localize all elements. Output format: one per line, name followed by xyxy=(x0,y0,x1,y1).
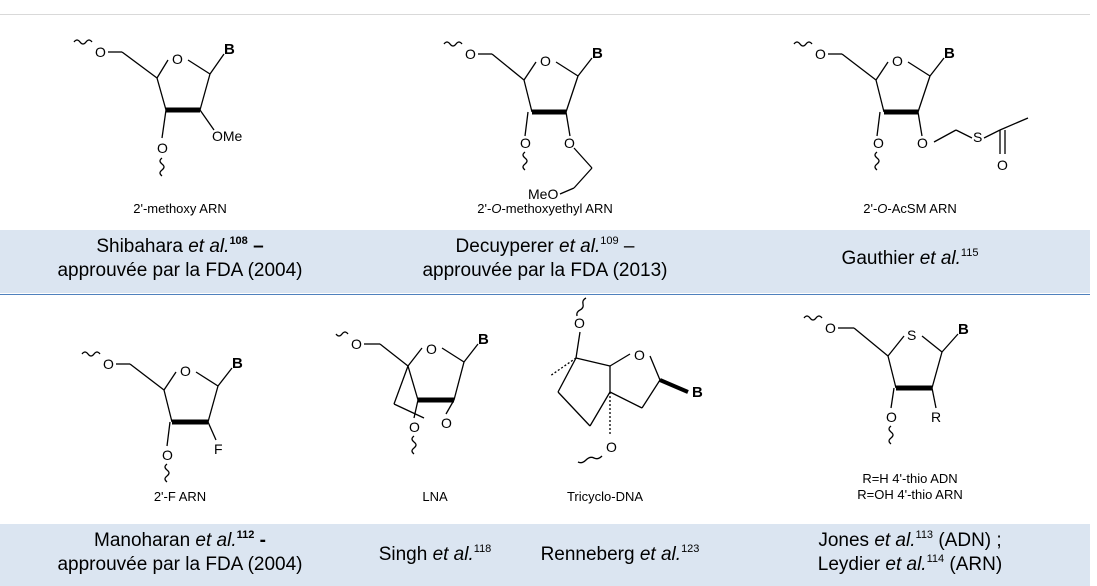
table-top-border xyxy=(0,14,1090,15)
base-label: B xyxy=(958,321,969,338)
ref-line: approuvée par la FDA (2013) xyxy=(422,260,668,281)
structure-4-thio: O S B R O R=H 4'-thio ADN R=OH 4'-thio A… xyxy=(730,296,1090,522)
structure-tricyclo-drawing: O O B O xyxy=(549,297,703,464)
ring-o-label: O xyxy=(540,53,551,69)
ref-band-row2 xyxy=(0,524,1090,586)
wavy-bond-5 xyxy=(73,39,93,45)
caption-italic: O xyxy=(877,201,888,216)
structure-caption: 2'-O-AcSM ARN xyxy=(730,201,1090,216)
base-label: B xyxy=(478,331,489,348)
ref-line: Singh et al.118 xyxy=(378,543,492,566)
structure-lna: O O B O O LNA xyxy=(335,296,510,522)
ref-gauthier: Gauthier et al.115 xyxy=(730,247,1090,271)
o3-label: O xyxy=(606,439,617,455)
ref-band-row1 xyxy=(0,230,1090,293)
structure-caption-line: R=H 4'-thio ADN xyxy=(862,471,958,486)
meo-label: MeO xyxy=(528,186,558,202)
o2-label: O xyxy=(564,135,575,151)
s-label: S xyxy=(973,129,982,145)
o5-label: O xyxy=(95,44,106,60)
structure-caption: 2'-F ARN xyxy=(153,489,207,504)
o5-label: O xyxy=(465,46,476,62)
r-label: R xyxy=(931,409,941,425)
structure-caption: 2'-O-methoxyethyl ARN xyxy=(360,201,730,216)
ome-label: OMe xyxy=(212,128,243,144)
ring-o-label: O xyxy=(892,53,903,69)
structure-moe-drawing: O O B O O MeO xyxy=(443,41,603,202)
base-label: B xyxy=(692,384,703,401)
o5-label: O xyxy=(815,46,826,62)
base-label: B xyxy=(944,45,955,62)
o3-label: O xyxy=(520,135,531,151)
carbonyl-o-label: O xyxy=(997,157,1008,173)
base-label: B xyxy=(592,45,603,62)
ring-s-label: S xyxy=(907,327,916,343)
o5-label: O xyxy=(574,315,585,331)
ref-manoharan: Manoharan et al.112 - approuvée par la F… xyxy=(0,529,360,577)
ref-decuyperer: Decuyperer et al.109 – approuvée par la … xyxy=(360,235,730,283)
o5-label: O xyxy=(351,336,362,352)
ref-line: Manoharan et al.112 - xyxy=(94,529,266,552)
ref-line: Decuyperer et al.109 – xyxy=(455,235,635,258)
o3-label: O xyxy=(873,135,884,151)
structure-2-f-drawing: O O B F O xyxy=(81,351,243,483)
f-label: F xyxy=(214,441,223,457)
ring-o-label: O xyxy=(426,341,437,357)
o2-label: O xyxy=(917,135,928,151)
ref-singh: Singh et al.118 xyxy=(360,543,510,567)
structure-2-methoxy-arn-drawing: O O B OMe O xyxy=(73,39,243,177)
caption-part: 2'- xyxy=(863,201,878,216)
ref-line: Renneberg et al.123 xyxy=(540,543,700,566)
o3-label: O xyxy=(409,419,420,435)
caption-part: 2'- xyxy=(477,201,492,216)
structure-caption-line: R=OH 4'-thio ARN xyxy=(857,487,963,502)
caption-italic: O xyxy=(491,201,502,216)
o3-label: O xyxy=(886,409,897,425)
structure-tricyclo-dna: O O B O Tricyclo-DNA xyxy=(510,296,730,522)
ref-jones-leydier: Jones et al.113 (ADN) ; Leydier et al.11… xyxy=(730,529,1090,577)
structure-caption: LNA xyxy=(422,489,448,504)
wavy-bond-3 xyxy=(159,157,165,177)
ring-o-label: O xyxy=(634,347,645,363)
base-label: B xyxy=(224,41,235,58)
row-separator xyxy=(0,294,1090,295)
bridge-o-label: O xyxy=(441,415,452,431)
o5-label: O xyxy=(825,320,836,336)
ref-line: approuvée par la FDA (2004) xyxy=(57,260,303,281)
ring-o-label: O xyxy=(180,363,191,379)
structure-2-f-arn: O O B F O 2'-F ARN xyxy=(0,296,360,522)
o3-label: O xyxy=(162,447,173,463)
structure-2-o-acsm-arn: O O B O O S O 2'-O-AcSM ARN xyxy=(730,0,1090,230)
structure-caption: 2'-methoxy ARN xyxy=(133,201,227,216)
base-label: B xyxy=(232,355,243,372)
structure-4-thio-drawing: O S B R O xyxy=(803,315,969,445)
structure-caption: Tricyclo-DNA xyxy=(566,489,644,504)
ref-renneberg: Renneberg et al.123 xyxy=(510,543,730,567)
ref-line: Jones et al.113 (ADN) ; xyxy=(818,529,1002,552)
caption-part: -AcSM ARN xyxy=(887,201,957,216)
caption-part: -methoxyethyl ARN xyxy=(501,201,613,216)
ref-line: Leydier et al.114 (ARN) xyxy=(817,553,1003,576)
ref-line: approuvée par la FDA (2004) xyxy=(57,554,303,575)
o5-label: O xyxy=(103,356,114,372)
ref-shibahara: Shibahara et al.108 – approuvée par la F… xyxy=(0,235,360,283)
structure-2-methoxy-arn: O O B OMe O 2'-methoxy ARN xyxy=(0,0,360,230)
ring-o-label: O xyxy=(172,51,183,67)
ref-line: Shibahara et al.108 – xyxy=(96,235,264,258)
o3-label: O xyxy=(157,140,168,156)
structure-acsm-drawing: O O B O O S O xyxy=(793,41,1029,173)
structure-2-o-methoxyethyl-arn: O O B O O MeO 2'-O-methoxyethyl ARN xyxy=(360,0,730,230)
ref-line: Gauthier et al.115 xyxy=(841,247,979,270)
structure-lna-drawing: O O B O O xyxy=(335,331,489,455)
